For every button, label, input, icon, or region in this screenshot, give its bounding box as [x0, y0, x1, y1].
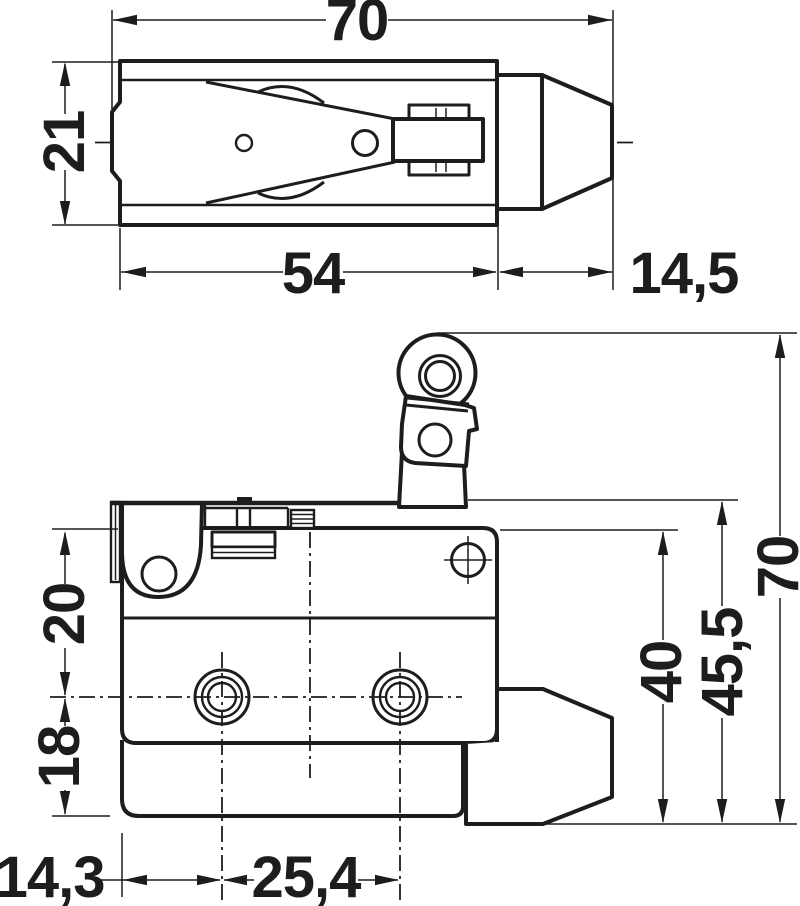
dim-arrow: [657, 531, 669, 555]
dim-arrow: [197, 874, 221, 886]
bracket-strap-lines: [405, 396, 470, 413]
dim-arrow: [59, 62, 71, 86]
extension-lines: [52, 10, 614, 290]
dim-label-side-body-length: 54: [282, 241, 345, 306]
dim-arrow: [59, 672, 71, 696]
extension-lines: [52, 332, 797, 897]
dim-label-front-total-height: 70: [746, 536, 800, 599]
dim-label-side-plunger-length: 14,5: [630, 241, 739, 306]
dim-label-front-top-to-holes: 20: [32, 583, 97, 646]
roller-top-view: [391, 117, 485, 163]
dim-label-front-lever-height: 45,5: [690, 608, 755, 717]
roller-flange-upper: [407, 103, 471, 121]
dim-label-side-height: 21: [32, 111, 97, 174]
dim-arrow: [499, 266, 523, 278]
dim-arrow: [588, 14, 612, 26]
dim-arrow: [59, 698, 71, 722]
flange-ticks: [435, 108, 447, 172]
plunger-cone: [540, 73, 614, 211]
mounting-hole-right: [371, 668, 429, 726]
plunger-cylinder: [495, 73, 544, 211]
front-view: 20 18 14,3 25,4 40 45,5 70: [0, 332, 800, 906]
lever-loop-arcs: [257, 85, 325, 200]
dim-arrow: [716, 799, 728, 823]
dim-arrow: [122, 266, 146, 278]
spring-coils: [291, 513, 314, 525]
dim-arrow: [588, 266, 612, 278]
dim-label-front-edge-to-hole: 14,3: [0, 845, 104, 906]
dim-arrow: [59, 201, 71, 225]
clamp-bracket: [210, 530, 277, 549]
side-view: 70 21 54 14,5: [32, 0, 739, 306]
latch-mechanism: [203, 503, 290, 528]
pivot-hole: [140, 555, 178, 593]
dim-arrow: [113, 14, 137, 26]
dim-label-side-total-length: 70: [326, 0, 389, 53]
small-hole: [234, 133, 254, 153]
large-hole: [351, 129, 379, 157]
dim-label-front-holes-to-bottom: 18: [27, 726, 92, 789]
dim-arrow: [59, 791, 71, 815]
dim-arrow: [657, 799, 669, 823]
dim-arrow: [774, 334, 786, 358]
dim-arrow: [223, 874, 247, 886]
dim-arrow: [375, 874, 399, 886]
dim-label-front-hole-spacing: 25,4: [252, 845, 362, 906]
roller-flange-lower: [407, 159, 471, 177]
dim-arrow: [59, 531, 71, 555]
dim-arrow: [123, 874, 147, 886]
latch-tab: [237, 497, 252, 503]
dim-arrow: [774, 799, 786, 823]
roller-axle-hole: [424, 360, 456, 392]
lever-spring-top-view: [205, 80, 396, 205]
base-block: [120, 740, 465, 818]
mounting-hole-left: [193, 668, 251, 726]
dim-label-front-body-height: 40: [629, 641, 694, 704]
dim-arrow: [473, 266, 497, 278]
dimension-lines: [64, 19, 612, 273]
dim-arrow: [716, 501, 728, 525]
plunger-housing: [464, 687, 614, 826]
hinge-lobe: [120, 501, 204, 599]
bracket-hole: [417, 422, 453, 458]
screw-cross: [444, 536, 492, 584]
inner-wall-lines: [121, 78, 496, 207]
